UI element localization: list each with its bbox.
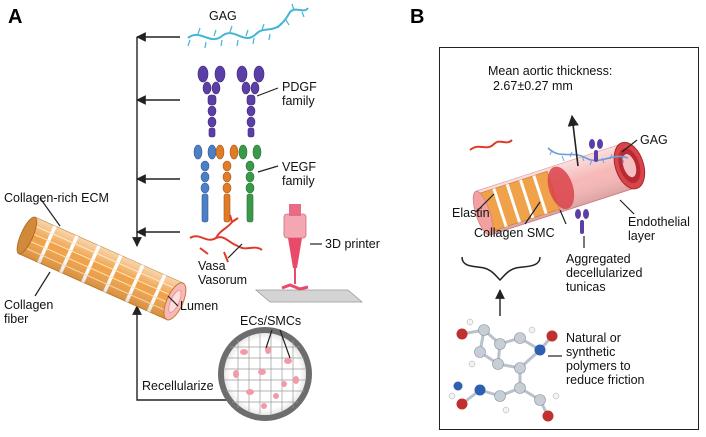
elastin-label: Elastin [452, 206, 490, 220]
vegf-label: VEGF family [282, 160, 317, 188]
panel-b-vessel [469, 114, 646, 236]
tunicas-label: Aggregated decellularized tunicas [566, 252, 643, 294]
ecm-pointer [39, 197, 61, 227]
endothelial-label: Endothelial layer [628, 215, 690, 243]
polymers-label: Natural or synthetic polymers to reduce … [566, 331, 645, 387]
lumen-label: Lumen [180, 299, 219, 313]
printer-label: 3D printer [325, 237, 380, 251]
panel-b-pointers [475, 139, 638, 248]
thickness-title: Mean aortic thickness: [488, 64, 613, 78]
petri-dish-cells [218, 327, 312, 421]
lumen-pointer [167, 295, 179, 307]
vasa-vasorum-vessels [189, 214, 263, 263]
pdgf-pointer [256, 87, 279, 97]
panel-b-brace [461, 256, 541, 282]
3d-printer-illustration [254, 204, 364, 303]
recellularize-label: Recellularize [142, 379, 214, 393]
gag-label-a: GAG [209, 9, 237, 23]
pdgf-label: PDGF family [282, 80, 317, 108]
pdgf-dimers [197, 65, 265, 138]
ecs-smcs-label: ECs/SMCs [240, 314, 302, 328]
fiber-pointer [34, 271, 51, 297]
panel-b-letter: B [410, 6, 425, 28]
panel-a-letter: A [8, 6, 23, 28]
collagen-smc-label: Collagen SMC [474, 226, 555, 240]
collagen-ecm-label: Collagen-rich ECM [4, 191, 109, 205]
vegf-pointer [257, 165, 279, 173]
vasa-vasorum-label: Vasa Vasorum [198, 259, 248, 287]
thickness-value: 2.67±0.27 mm [493, 79, 573, 93]
panel-a-connector-lines [132, 32, 230, 401]
panel-b-border [439, 47, 699, 430]
polymer-molecule [448, 318, 560, 422]
gag-molecule-a [187, 3, 309, 49]
ecs-pointer-2 [279, 329, 291, 359]
vasa-pointer [227, 243, 243, 259]
gag-label-b: GAG [640, 133, 668, 147]
vegf-receptors [193, 144, 262, 223]
collagen-fiber-label: Collagen fiber [4, 298, 54, 326]
ecs-pointer-1 [265, 329, 273, 349]
panel-a-vessel [16, 216, 187, 321]
